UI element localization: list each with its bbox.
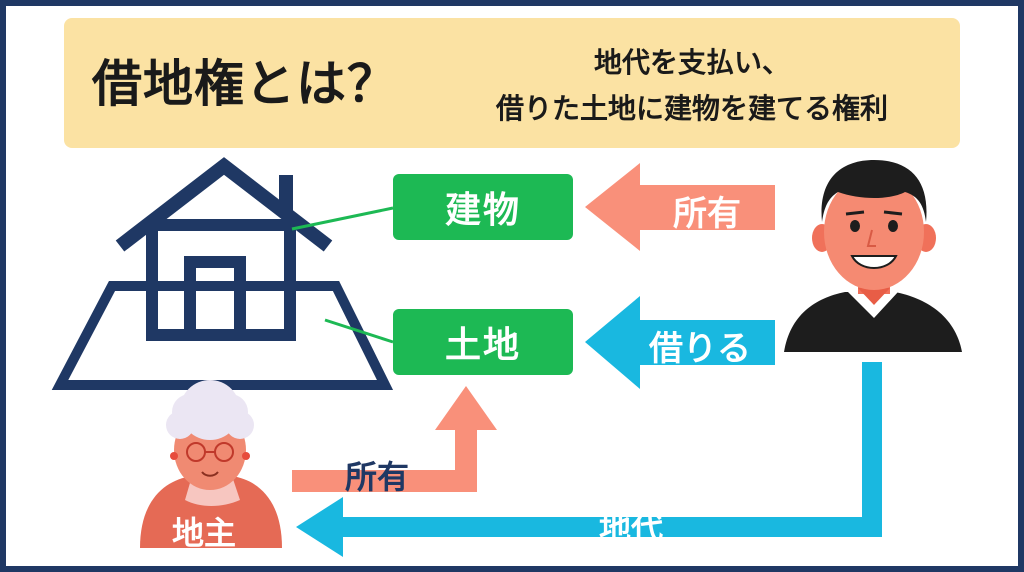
landowner-avatar	[140, 380, 282, 548]
page-title: 借地権とは？	[92, 55, 398, 113]
label-borrows-land: 借りる	[649, 329, 751, 369]
tenant-avatar	[784, 160, 962, 352]
label-landowner-owns: 所有	[345, 458, 410, 496]
page-subtitle: 地代を支払い、 借りた土地に建物を建てる権利	[452, 40, 932, 132]
label-rent: 地代	[599, 509, 664, 547]
connector-land	[324, 318, 394, 344]
label-owns-building: 所有	[673, 194, 741, 234]
header-banner	[64, 18, 960, 148]
subtitle-line-1: 地代を支払い、	[593, 46, 790, 79]
landowner-label: 地主	[172, 514, 237, 552]
land-node: 土地	[393, 309, 573, 375]
arrow-owns-building	[585, 163, 775, 251]
subtitle-line-2: 借りた土地に建物を建てる権利	[495, 92, 888, 125]
arrow-borrows-land	[585, 296, 775, 389]
arrow-rent-payment	[296, 362, 882, 557]
house-icon	[51, 157, 394, 390]
building-node: 建物	[393, 174, 573, 240]
arrow-landowner-owns-land	[292, 386, 497, 492]
connector-building	[291, 206, 394, 231]
